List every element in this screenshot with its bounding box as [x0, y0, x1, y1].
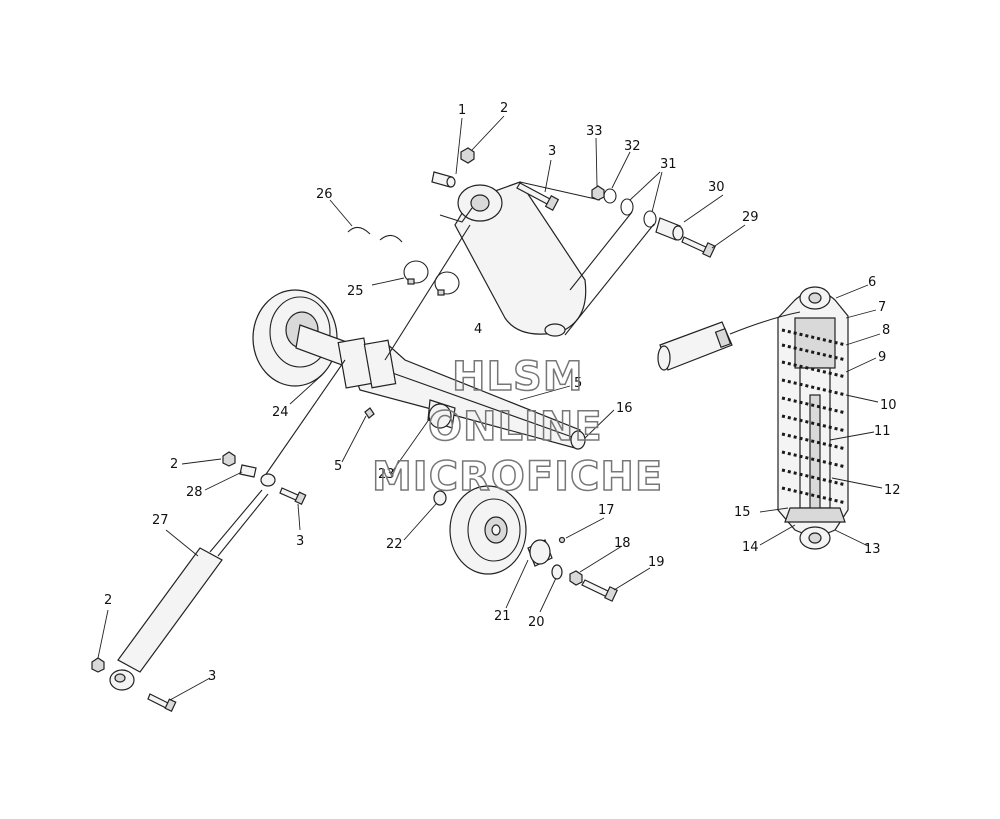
callout-5-arm: 5	[574, 376, 582, 391]
callout-28: 28	[186, 485, 203, 500]
callout-2-low: 2	[104, 593, 112, 608]
callout-12: 12	[884, 483, 901, 498]
nut-part-2-low	[91, 657, 105, 673]
grease-fitting-part-5	[364, 407, 375, 419]
bushing-part-30	[655, 217, 684, 241]
watermark: HLSM ONLINE MICROFICHE	[371, 353, 663, 501]
callout-14: 14	[742, 540, 759, 555]
watermark-line-3: MICROFICHE	[372, 454, 663, 500]
bolt-part-3-mid	[279, 487, 307, 506]
washer-part-20	[551, 564, 563, 580]
callout-15: 15	[734, 505, 751, 520]
callout-32: 32	[624, 139, 641, 154]
callout-31: 31	[660, 157, 677, 172]
callout-25: 25	[347, 284, 364, 299]
watermark-line-1: HLSM	[452, 354, 584, 400]
callout-labels: 1 2 3 33 32 31 30 29 26 25 4 6 7 8 9 10 …	[104, 101, 901, 684]
bolt-part-29	[681, 236, 716, 258]
callout-4: 4	[474, 322, 482, 337]
callout-8: 8	[882, 323, 890, 338]
callout-17: 17	[598, 503, 615, 518]
callout-11: 11	[874, 424, 891, 439]
fitting-part-17	[558, 536, 566, 544]
shock-reservoir	[657, 311, 801, 371]
bolt-part-19	[581, 579, 618, 602]
callout-29: 29	[742, 210, 759, 225]
callout-33: 33	[586, 124, 603, 139]
callout-10: 10	[880, 398, 897, 413]
callout-5-fitting: 5	[334, 459, 342, 474]
callout-20: 20	[528, 615, 545, 630]
callout-2: 2	[500, 101, 508, 116]
watermark-line-2: ONLINE	[428, 404, 603, 450]
bolt-part-3-low	[147, 693, 177, 713]
leader-lines	[97, 115, 883, 701]
bushing-part-1	[431, 171, 456, 188]
callout-9: 9	[878, 350, 886, 365]
callout-24: 24	[272, 405, 289, 420]
bolt-part-3-top	[516, 182, 560, 211]
spacer-part-21	[527, 539, 553, 567]
callout-19: 19	[648, 555, 665, 570]
callout-21: 21	[494, 609, 511, 624]
callout-16: 16	[616, 401, 633, 416]
callout-1: 1	[458, 103, 466, 118]
callout-3: 3	[548, 144, 556, 159]
callout-26: 26	[316, 187, 333, 202]
washer-stack-top	[591, 185, 657, 228]
callout-6: 6	[868, 275, 876, 290]
callout-30: 30	[708, 180, 725, 195]
front-shock-assembly	[109, 489, 269, 691]
callout-3-low: 3	[208, 669, 216, 684]
washer-part-22	[433, 490, 447, 506]
clamp-part-25	[403, 260, 460, 296]
callout-13: 13	[864, 542, 881, 557]
nut-part-2-mid	[222, 451, 236, 467]
idler-wheel-left	[252, 289, 338, 387]
bushing-part-28	[239, 464, 276, 487]
callout-3-mid: 3	[296, 534, 304, 549]
idler-wheel-lower	[449, 485, 527, 575]
clip-part-26	[347, 226, 403, 243]
nut-part-2-top	[460, 147, 475, 164]
callout-27: 27	[152, 513, 169, 528]
shock-cutaway-detail	[777, 286, 849, 550]
swing-arm	[337, 337, 586, 450]
callout-22: 22	[386, 537, 403, 552]
callout-2-mid: 2	[170, 457, 178, 472]
callout-18: 18	[614, 536, 631, 551]
upper-shock-body	[439, 181, 601, 337]
callout-7: 7	[878, 300, 886, 315]
callout-23: 23	[378, 467, 395, 482]
nut-part-18	[569, 570, 583, 586]
